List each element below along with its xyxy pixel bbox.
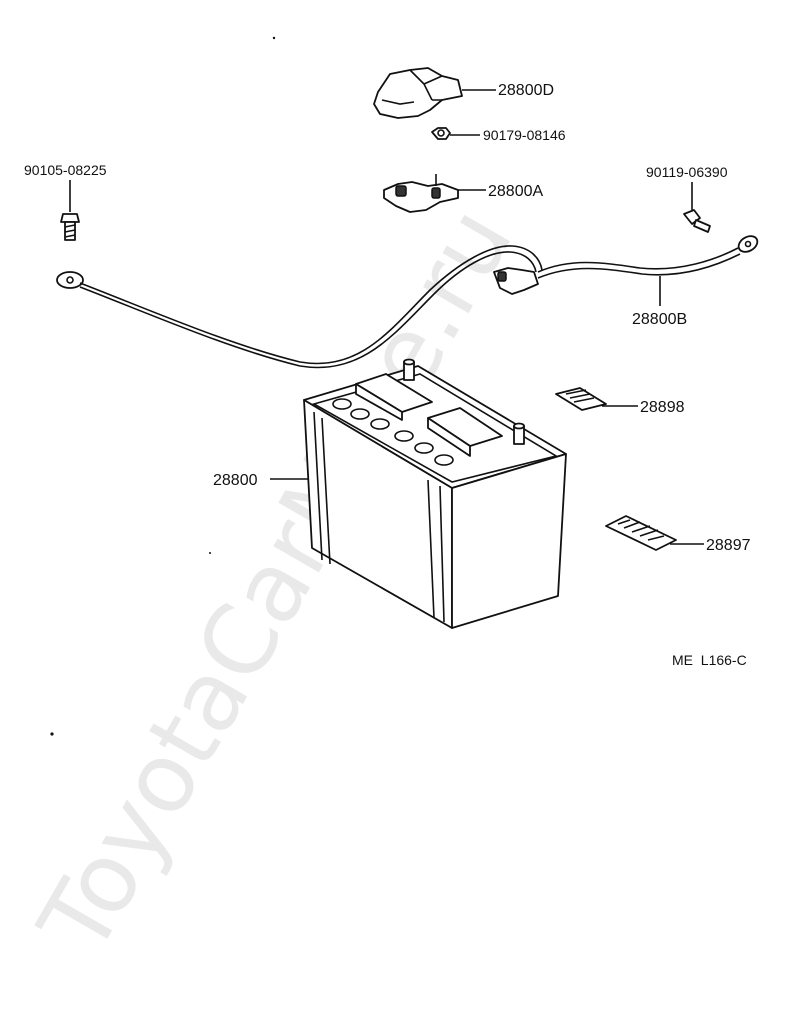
scan-speck [209, 552, 211, 554]
label-28800B: 28800B [632, 311, 687, 328]
label-90119-06390: 90119-06390 [646, 164, 728, 180]
label-28898: 28898 [640, 399, 685, 416]
label-plate-part [555, 387, 607, 411]
label-90179-08146: 90179-08146 [483, 127, 566, 143]
label-28800A: 28800A [488, 183, 543, 200]
scan-speck [272, 36, 276, 40]
label-90105-08225: 90105-08225 [24, 162, 107, 178]
clamp-part [383, 174, 459, 213]
caution-plate-part [605, 515, 677, 551]
drawing-code: ME L166-C [672, 652, 747, 668]
cable-part [56, 235, 759, 369]
label-28897: 28897 [706, 537, 751, 554]
nut-part [431, 127, 451, 140]
battery-part [303, 358, 567, 629]
bolt-right-part [683, 209, 711, 233]
label-28800D: 28800D [498, 82, 554, 99]
scan-speck [50, 732, 54, 736]
label-28800: 28800 [213, 472, 258, 489]
terminal-cover-part [373, 67, 463, 119]
bolt-left-part [60, 213, 80, 241]
